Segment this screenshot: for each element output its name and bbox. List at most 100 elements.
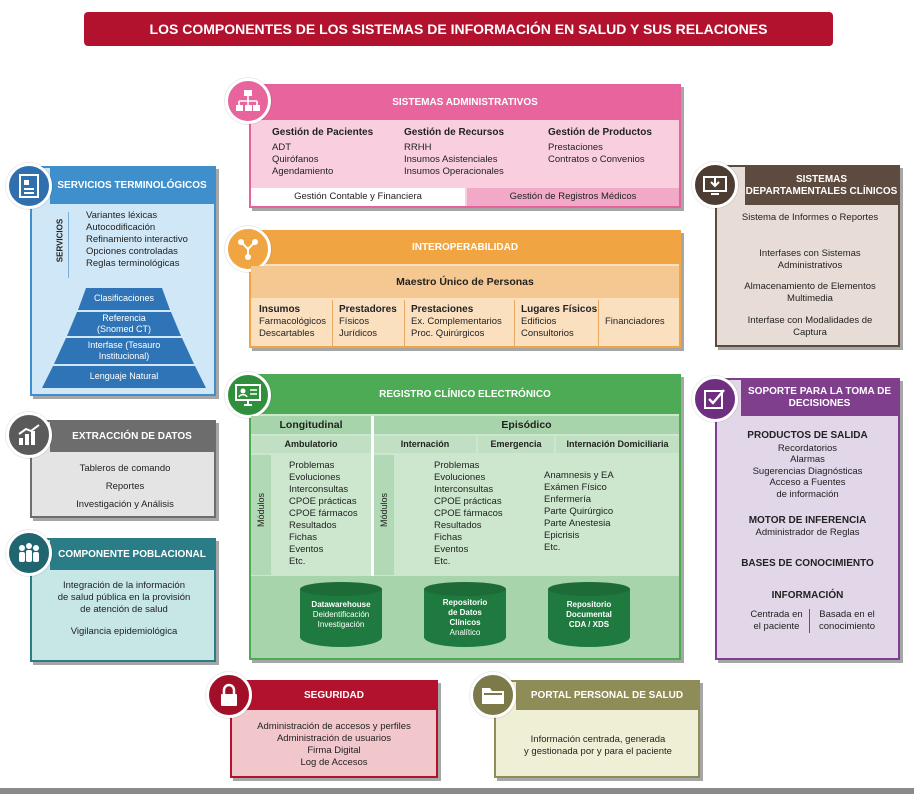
list-item: Ex. Complementarios — [411, 316, 502, 327]
inter-col-head: Prestadores — [339, 304, 397, 315]
people-icon — [6, 530, 52, 576]
list-item: Resultados — [434, 520, 482, 531]
cyl-label: Investigación — [317, 620, 365, 629]
list-item: Evoluciones — [289, 472, 341, 483]
rce-long: Longitudinal — [251, 416, 371, 434]
cyl-label: Repositorio — [442, 598, 488, 607]
inter-col-head: Insumos — [259, 304, 301, 315]
list-item: Interconsultas — [434, 484, 494, 495]
list-item: Variantes léxicas — [86, 210, 158, 221]
download-icon — [692, 162, 738, 208]
list-item: Administración de accesos y perfiles — [257, 721, 411, 732]
list-item: Financiadores — [605, 316, 665, 327]
term-header: SERVICIOS TERMINOLÓGICOS — [50, 168, 214, 204]
pyramid-level-3: Interfase (Tesauro Institucional) — [87, 340, 161, 361]
pob-list: Integración de la información de salud p… — [40, 580, 208, 638]
dept-item-4: Interfase con Modalidades de Captura — [747, 315, 873, 338]
list-item: Información centrada, generada — [530, 734, 666, 745]
cyl-label: Deidentificación — [312, 610, 370, 619]
cyl-label: CDA / XDS — [568, 620, 610, 629]
cyl-label: de Datos — [448, 608, 482, 617]
list-item: Epicrisis — [544, 530, 580, 541]
dec-info: INFORMACIÓN — [771, 590, 844, 601]
dec-motor-title: MOTOR DE INFERENCIA — [748, 515, 867, 526]
list-item: CPOE fármacos — [289, 508, 358, 519]
admin-col-head: Gestión de Pacientes — [272, 127, 374, 138]
list-item: Log de Accesos — [300, 757, 368, 768]
list-item: Investigación y Análisis — [76, 499, 174, 510]
list-item: CPOE prácticas — [289, 496, 357, 507]
list-item: de atención de salud — [80, 604, 168, 615]
list-item: Físicos — [339, 316, 370, 327]
dept-header: SISTEMAS DEPARTAMENTALES CLÍNICOS — [745, 167, 898, 205]
rce-mod-bar-2 — [374, 455, 394, 575]
list-item: Basada en el — [819, 609, 875, 620]
pyramid-shape — [42, 288, 206, 388]
cyl-label: Repositorio — [566, 600, 612, 609]
cyl-label: Analítico — [449, 628, 481, 637]
list-item: el paciente — [753, 621, 800, 632]
dec-bases: BASES DE CONOCIMIENTO — [741, 558, 874, 569]
admin-col-pacientes: Gestión de Pacientes ADT Quirófanos Agen… — [272, 127, 373, 178]
rce-mod-label-2: Módulos — [379, 492, 389, 528]
list-item: Etc. — [289, 556, 306, 567]
rce-divider — [371, 416, 374, 576]
admin-col-recursos: Gestión de Recursos RRHH Insumos Asisten… — [404, 127, 504, 178]
dept-item-1: Sistema de Informes o Reportes — [741, 212, 879, 223]
checkbox-icon — [692, 376, 738, 422]
list-item: CPOE fármacos — [434, 508, 503, 519]
list-item: Resultados — [289, 520, 337, 531]
pyramid-level-1: Clasificaciones — [93, 293, 155, 303]
dec-products: PRODUCTOS DE SALIDA Recordatorios Alarma… — [730, 430, 885, 500]
list-item: Fichas — [289, 532, 317, 543]
list-item: Insumos Operacionales — [404, 166, 504, 177]
pyramid-level-2: Referencia (Snomed CT) — [96, 313, 151, 334]
inter-col: Financiadores — [599, 300, 679, 346]
list-item: Quirófanos — [272, 154, 319, 165]
dec-products-title: PRODUCTOS DE SALIDA — [747, 430, 868, 441]
list-item: Prestaciones — [548, 142, 603, 153]
inter-header: INTEROPERABILIDAD — [251, 232, 679, 264]
extr-list: Tableros de comando Reportes Investigaci… — [50, 460, 200, 514]
rce-epi: Episódico — [374, 416, 679, 434]
document-icon — [6, 163, 52, 209]
list-item: Insumos Asistenciales — [404, 154, 498, 165]
list-item: Reglas terminológicas — [86, 258, 180, 269]
list-item: Alarmas — [790, 454, 825, 465]
list-item: Descartables — [259, 328, 315, 339]
pyramid-level-4: Lenguaje Natural — [89, 371, 159, 381]
list-item: Consultorios — [521, 328, 574, 339]
list-item: Opciones controladas — [86, 246, 178, 257]
list-item: Problemas — [289, 460, 335, 471]
list-item: Sugerencias Diagnósticas — [752, 465, 863, 477]
share-icon — [225, 226, 271, 272]
list-item: CPOE prácticas — [434, 496, 502, 507]
monitor-icon — [225, 372, 271, 418]
list-item: Eventos — [289, 544, 324, 555]
list-item: de información — [776, 488, 839, 500]
list-item: Fichas — [434, 532, 462, 543]
list-item: Farmacológicos — [259, 316, 327, 327]
list-item: Parte Anestesia — [544, 518, 611, 529]
list-item: Edificios — [521, 316, 557, 327]
list-item: y gestionada por y para el paciente — [524, 746, 672, 757]
network-icon — [225, 78, 271, 124]
list-item: Interconsultas — [289, 484, 349, 495]
inter-col-head: Lugares Físicos — [521, 304, 598, 315]
term-side-label: SERVICIOS — [55, 218, 65, 263]
list-item: Jurídicos — [339, 328, 378, 339]
admin-header: SISTEMAS ADMINISTRATIVOS — [251, 86, 679, 120]
bar-chart-icon — [6, 412, 52, 458]
list-item: Administración de usuarios — [276, 733, 392, 744]
list-item: Autocodificación — [86, 222, 156, 233]
lock-icon — [206, 672, 252, 718]
cyl-label: Datawarehouse — [311, 600, 371, 609]
list-item: Recordatorios — [777, 442, 838, 454]
admin-col-head: Gestión de Productos — [548, 127, 652, 138]
term-side-bar — [49, 212, 69, 278]
